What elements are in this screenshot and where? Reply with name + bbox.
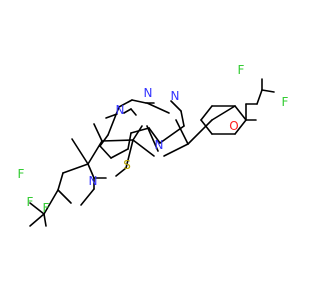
bond — [43, 213, 47, 227]
atom-label-n-triazole-3: N — [155, 138, 164, 152]
bond — [87, 163, 95, 179]
atom-label-o-ether: O — [229, 119, 238, 133]
atom-label-s-thiophene: S — [123, 158, 131, 172]
bond — [29, 202, 45, 215]
bond — [200, 105, 213, 121]
bond — [159, 125, 185, 144]
bond — [99, 134, 109, 147]
bond — [200, 119, 213, 135]
bond-lines-main — [99, 99, 185, 159]
bond — [43, 189, 59, 215]
atom-label-n-pyridine: N — [89, 174, 98, 188]
bond — [146, 125, 159, 152]
bond — [175, 119, 189, 145]
atom-label-f-b: F — [27, 195, 34, 209]
bond — [107, 106, 120, 136]
atom-label-f-c: F — [43, 201, 50, 215]
bond — [29, 213, 45, 227]
bond — [123, 108, 132, 114]
bond — [115, 167, 127, 177]
bond — [93, 123, 103, 142]
atom-label-f-d: F — [238, 63, 245, 77]
bond — [127, 132, 132, 150]
bond — [125, 139, 134, 169]
bond — [110, 148, 129, 159]
bond — [130, 127, 150, 134]
atom-label-n-triazole-1: N — [144, 86, 153, 100]
bond — [261, 89, 275, 93]
atom-label-f-a: F — [18, 167, 25, 181]
bond — [256, 89, 263, 105]
bond — [71, 138, 89, 165]
bond — [130, 108, 137, 116]
chemical-structure-diagram: N N N N S N F F F O F F — [18, 63, 289, 227]
bond — [99, 145, 112, 159]
atom-label-n-pyrimidine: N — [116, 103, 125, 117]
atom-label-n-triazole-2: N — [171, 89, 180, 103]
bond — [132, 139, 155, 157]
bond — [87, 140, 103, 165]
bond — [57, 189, 72, 204]
bond — [187, 119, 213, 145]
bond — [146, 102, 170, 114]
bond — [180, 110, 185, 127]
molecule-structure-canvas: N N N N S N F F F O F F — [18, 63, 289, 227]
bond — [118, 99, 133, 108]
bond — [211, 105, 236, 121]
bond — [132, 125, 143, 141]
bond — [101, 139, 134, 142]
bond — [163, 143, 189, 157]
atom-labels: N N N N S N F F F O F F — [18, 63, 289, 215]
bond — [80, 188, 95, 206]
bond — [62, 163, 89, 174]
bond — [234, 105, 247, 121]
atom-label-f-e: F — [282, 95, 289, 109]
bond — [234, 119, 247, 135]
bond — [57, 172, 64, 191]
bond — [131, 99, 147, 104]
bond-lines — [29, 78, 275, 227]
bond — [148, 127, 161, 144]
bond — [170, 100, 182, 112]
